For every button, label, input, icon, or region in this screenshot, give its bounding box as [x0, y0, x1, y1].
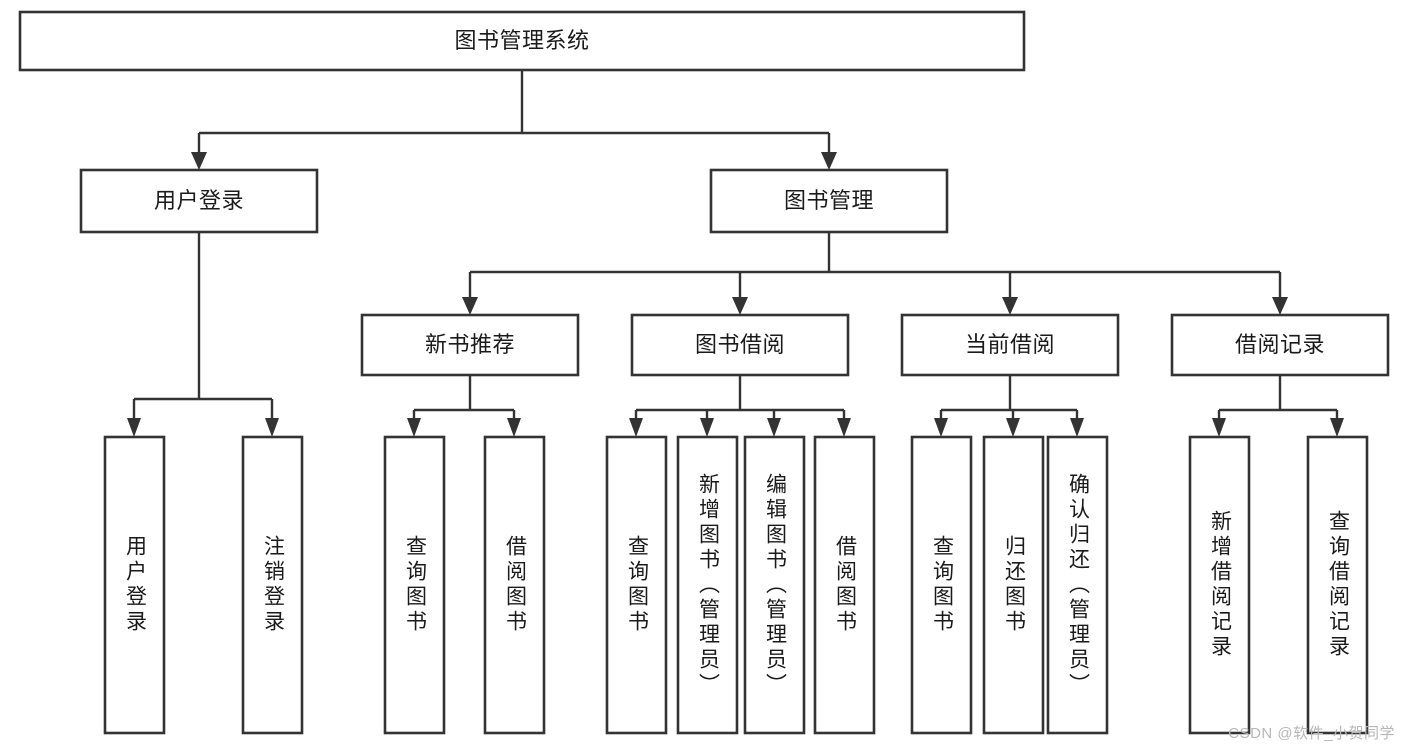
arrow-leaf-add-borrow-record [1212, 418, 1226, 437]
arrow-leaf-borrow-book-1 [507, 418, 521, 437]
node-box-leaf-query-book-3[interactable] [910, 435, 973, 735]
node-box-leaf-add-book[interactable] [676, 435, 739, 735]
node-box-leaf-edit-book[interactable] [743, 435, 806, 735]
node-box-leaf-logout-login[interactable] [241, 435, 304, 735]
node-box-leaf-borrow-book-1[interactable] [483, 435, 546, 735]
node-box-leaf-query-book-1[interactable] [383, 435, 446, 735]
node-box-leaf-query-book-2[interactable] [605, 435, 668, 735]
node-box-current-borrow[interactable] [900, 313, 1120, 377]
arrow-leaf-edit-book [767, 418, 781, 437]
arrow-leaf-query-book-2 [629, 418, 643, 437]
arrow-leaf-borrow-book-2 [837, 418, 851, 437]
node-box-leaf-user-login[interactable] [103, 435, 166, 735]
arrow-to-user-login [191, 152, 207, 170]
node-box-user-login[interactable] [79, 168, 319, 234]
node-box-borrow-record[interactable] [1170, 313, 1390, 377]
arrow-leaf-user-login [127, 418, 141, 437]
arrow-leaf-logout-login [265, 418, 279, 437]
node-box-leaf-confirm-return[interactable] [1046, 435, 1109, 735]
node-box-group [18, 10, 1390, 735]
arrow-leaf-return-book [1006, 418, 1020, 437]
arrow-to-book-borrow [732, 297, 748, 315]
arrow-leaf-query-book-1 [407, 418, 421, 437]
node-box-leaf-return-book[interactable] [982, 435, 1045, 735]
connector-group [127, 70, 1344, 437]
arrow-leaf-add-book [700, 418, 714, 437]
node-box-leaf-query-borrow-record[interactable] [1306, 435, 1369, 735]
arrow-leaf-query-borrow-record [1330, 418, 1344, 437]
arrow-leaf-query-book-3 [934, 418, 948, 437]
arrow-leaf-confirm-return [1070, 418, 1084, 437]
arrow-to-book-manage [821, 152, 837, 170]
csdn-watermark: CSDN @软件_小贺同学 [1228, 725, 1395, 742]
node-box-new-book-recommend[interactable] [360, 313, 580, 377]
node-box-leaf-add-borrow-record[interactable] [1188, 435, 1251, 735]
node-box-root[interactable] [18, 10, 1026, 72]
arrow-to-new-book-recommend [462, 297, 478, 315]
node-box-book-manage[interactable] [709, 168, 949, 234]
arrow-to-current-borrow [1002, 297, 1018, 315]
arrow-to-borrow-record [1272, 297, 1288, 315]
node-box-book-borrow[interactable] [630, 313, 850, 377]
node-box-leaf-borrow-book-2[interactable] [813, 435, 876, 735]
